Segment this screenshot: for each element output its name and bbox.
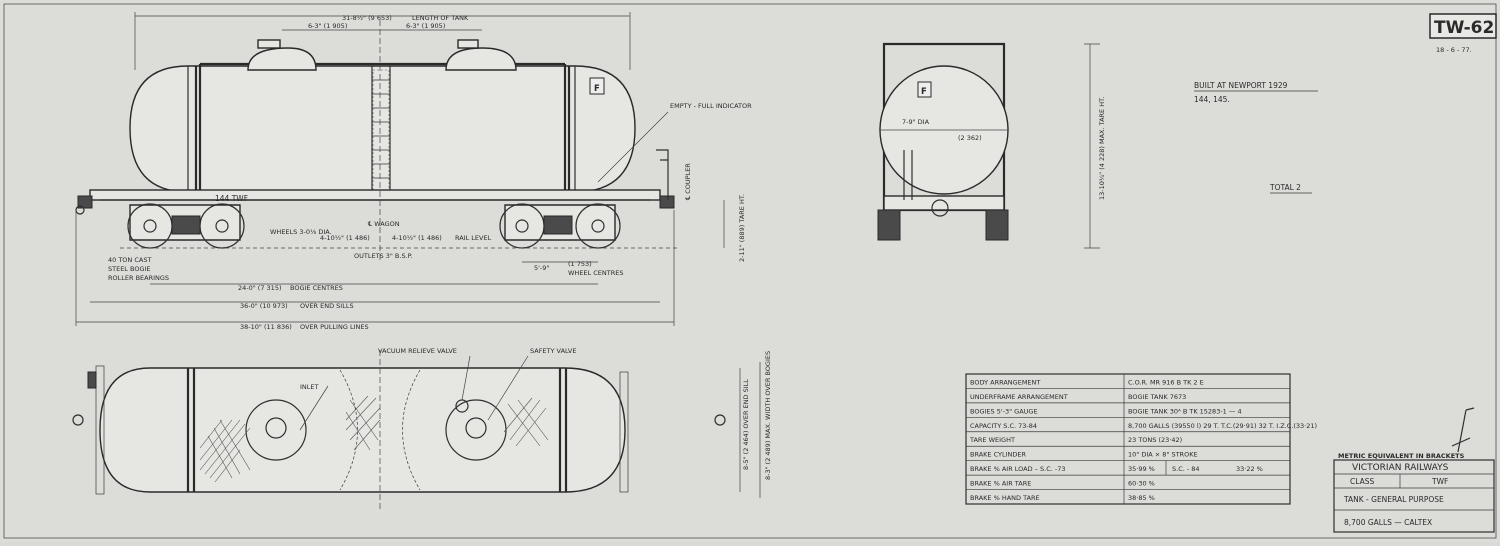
plan-view: VACUUM RELIEVE VALVE SAFETY VALVE INLET …	[72, 347, 772, 510]
coupler-right	[656, 149, 675, 209]
total-note: TOTAL 2	[1269, 183, 1301, 192]
spec-row-label: BRAKE % AIR TARE	[970, 480, 1031, 488]
built-notes: BUILT AT NEWPORT 1929 144, 145. TOTAL 2	[1194, 81, 1318, 194]
bogie-centres-value: 24-0" (7 315)	[238, 284, 282, 292]
reporting-mark: 144 TWF	[215, 194, 248, 203]
spec-row-value: 8,700 GALLS (39550 l) 29 T. T.C.(29·91) …	[1128, 422, 1317, 430]
drawing-code-box	[1429, 13, 1497, 39]
over-pulling-label: OVER PULLING LINES	[300, 323, 369, 331]
wheels-label: WHEELS 3-0⅛ DIA.	[270, 228, 332, 236]
coupler-label: ℄ COUPLER	[684, 163, 692, 200]
spec-row-label: TARE WEIGHT	[969, 436, 1015, 444]
max-tare-height-dim: 13-10¾" (4 228) MAX. TARE HT.	[1098, 97, 1106, 200]
underframe-sill	[89, 189, 661, 201]
bogie-note-1: 40 TON CAST	[108, 256, 151, 264]
spec-row-label: BODY ARRANGEMENT	[970, 378, 1040, 386]
bogie-right	[499, 203, 621, 249]
vacuum-valve-label: VACUUM RELIEVE VALVE	[378, 347, 457, 355]
end-dia-label: 7-9" DIA	[902, 118, 930, 126]
spec-row-label: BRAKE CYLINDER	[970, 451, 1027, 459]
length-of-tank-label: LENGTH OF TANK	[412, 14, 469, 22]
spec-row-label: CAPACITY S.C. 73-84	[970, 422, 1037, 430]
spec-table: BODY ARRANGEMENT C.O.R. MR 916 B TK 2 E UN…	[965, 373, 1317, 505]
wagon-centreline-label: ℄ WAGON	[368, 220, 400, 228]
over-end-sill-width: 8-5" (2 464) OVER END SILL	[742, 379, 750, 470]
wheel-centres-ft: 5'-9"	[534, 264, 549, 272]
spec-row-value: C.O.R. MR 916 B TK 2 E	[1128, 378, 1204, 386]
drawing-code: TW-62	[1434, 18, 1494, 38]
logo-end-text: F	[921, 87, 927, 97]
max-width-over-bogies: 8-3" (2 489) MAX. WIDTH OVER BOGIES	[764, 351, 772, 480]
dome-right-cap	[457, 39, 479, 49]
spec-row-value: 38·85 %	[1128, 494, 1155, 502]
bogie-left	[127, 203, 245, 249]
caltex-logo-end	[917, 81, 932, 98]
coupler-left	[75, 195, 93, 215]
caltex-logo-side	[589, 77, 605, 95]
outlets-label: OUTLETS 3" B.S.P.	[354, 252, 413, 260]
tank-body	[129, 65, 636, 193]
inlet-label: INLET	[300, 383, 319, 391]
class-label: CLASS	[1350, 477, 1374, 486]
spec-row-label: BRAKE % HAND TARE	[970, 494, 1040, 502]
logo-side-text: F	[594, 84, 600, 94]
dome-left	[247, 47, 317, 71]
safety-valve-label: SAFETY VALVE	[530, 347, 576, 355]
bogie-centres-label: BOGIE CENTRES	[290, 284, 343, 292]
end-view: F 7-9" DIA (2 362) 13-10¾" (4 228) MAX. …	[877, 42, 1106, 249]
overall-tank-dim: 31-8½" (9 653)	[342, 14, 392, 22]
tank-bands	[187, 66, 576, 192]
metric-note: METRIC EQUIVALENT IN BRACKETS	[1338, 452, 1465, 460]
wagon-numbers: 144, 145.	[1194, 95, 1230, 104]
spec-row-label: BRAKE % AIR LOAD – S.C. -73	[970, 465, 1066, 473]
outlet-offset-right: 4-10½" (1 486)	[392, 234, 442, 242]
bogie-note-3: ROLLER BEARINGS	[108, 274, 169, 282]
tare-height-dim: 2-11" (889) TARE HT.	[738, 194, 746, 262]
wheel-centres-label: WHEEL CENTRES	[568, 269, 623, 277]
manhole-left	[245, 399, 307, 461]
spec-row-value: BOGIE TANK 30ᴬ B TK 15283-1 — 4	[1128, 407, 1242, 415]
walkway-hatching	[199, 395, 549, 483]
end-dia-mm: (2 362)	[958, 134, 982, 142]
spec-row-label: BOGIES 5'-3" GAUGE	[970, 407, 1038, 415]
drawing-date: 18 - 6 - 77.	[1436, 46, 1472, 54]
spec-row-value-3: 33·22 %	[1236, 465, 1263, 473]
bogie-note-2: STEEL BOGIE	[108, 265, 151, 273]
side-elevation: F	[75, 12, 752, 331]
class-value: TWF	[1431, 477, 1448, 486]
dome-left-dim: 6-3" (1 905)	[308, 22, 347, 30]
description-line-1: TANK - GENERAL PURPOSE	[1343, 495, 1444, 504]
rail-level-label: RAIL LEVEL	[455, 234, 492, 242]
spec-row-label: UNDERFRAME ARRANGEMENT	[970, 393, 1068, 401]
dome-right-dim: 6-3" (1 905)	[406, 22, 445, 30]
spec-row-value: BOGIE TANK 7673	[1128, 393, 1186, 401]
spec-row-value: 10" DIA × 8" STROKE	[1128, 451, 1198, 459]
railway-name: VICTORIAN RAILWAYS	[1352, 463, 1449, 473]
title-block: METRIC EQUIVALENT IN BRACKETS VICTORIAN …	[1333, 407, 1495, 533]
description-line-2: 8,700 GALLS — CALTEX	[1344, 518, 1432, 527]
wheel-centres-mm: (1 753)	[568, 260, 592, 268]
over-end-sills-value: 36-0" (10 973)	[240, 302, 288, 310]
dome-right	[445, 47, 517, 71]
spec-row-value: 35·99 %	[1128, 465, 1155, 473]
spec-row-value-2: S.C. - 84	[1172, 465, 1200, 473]
spec-row-value: 23 TONS (23·42)	[1128, 436, 1182, 444]
over-pulling-value: 38-10" (11 836)	[240, 323, 292, 331]
sheet-border	[3, 3, 1497, 539]
outlet-offset-left: 4-10½" (1 486)	[320, 234, 370, 242]
over-end-sills-label: OVER END SILLS	[300, 302, 354, 310]
empty-full-indicator-label: EMPTY - FULL INDICATOR	[670, 102, 752, 110]
spec-row-value: 60·30 %	[1128, 480, 1155, 488]
built-at-note: BUILT AT NEWPORT 1929	[1194, 81, 1288, 90]
dome-left-cap	[257, 39, 281, 49]
